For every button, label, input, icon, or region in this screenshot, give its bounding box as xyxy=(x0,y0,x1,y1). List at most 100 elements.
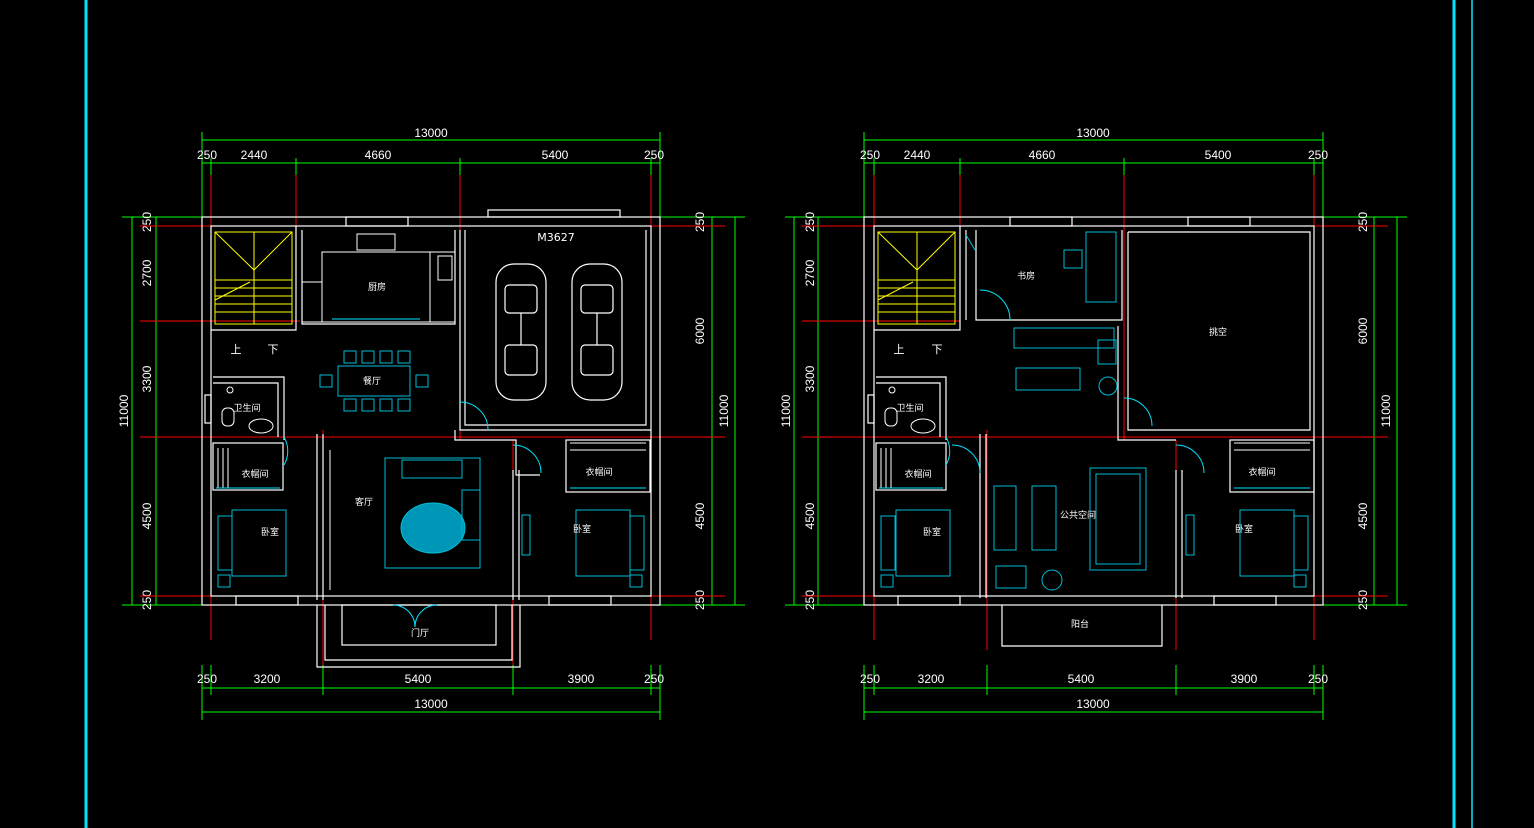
ground-floor-plan: 13000 250 2440 4660 5400 250 250 3200 54… xyxy=(117,126,745,720)
car-icon-right xyxy=(571,263,623,401)
left-dimension-chain xyxy=(122,216,205,606)
top-dim-1: 250 xyxy=(197,148,217,162)
closet-left-rack xyxy=(216,448,280,489)
bottom-dim-2: 3200 xyxy=(254,672,281,686)
stair-down-label-2: 下 xyxy=(932,343,943,356)
bottom-dim-2-2: 3200 xyxy=(918,672,945,686)
entry-door xyxy=(392,401,542,628)
right-total-dimension: 11000 xyxy=(717,394,731,427)
kitchen-fixtures xyxy=(301,233,456,323)
bathroom-fixtures-2 xyxy=(884,386,951,466)
dining-table xyxy=(319,350,429,412)
top-dimension-chain xyxy=(201,132,661,225)
top-total-dimension: 13000 xyxy=(414,126,448,140)
bedroom-left-label: 卧室 xyxy=(261,526,279,538)
entry-label: 门厅 xyxy=(411,627,429,639)
garage-door-label: M3627 xyxy=(537,231,575,244)
stair xyxy=(214,231,293,325)
right-total-dimension-2: 11000 xyxy=(1379,394,1393,427)
left-dim-3: 3300 xyxy=(140,365,154,392)
bottom-dim-2-3: 5400 xyxy=(1068,672,1095,686)
bathroom-fixtures xyxy=(221,386,289,466)
right-dim-2-1: 250 xyxy=(1356,212,1370,232)
left-dim-2-3: 3300 xyxy=(803,365,817,392)
top-dim-2-2: 2440 xyxy=(904,148,931,162)
walls xyxy=(201,209,661,668)
bedroom-left-bed-2 xyxy=(880,509,951,588)
closet-left-rack-2 xyxy=(879,448,943,489)
right-dim-4: 250 xyxy=(693,590,707,610)
bottom-dim-2-5: 250 xyxy=(1308,672,1328,686)
closet-right-label-2: 衣帽间 xyxy=(1248,466,1275,478)
closet-right-label: 衣帽间 xyxy=(585,466,612,478)
top-dim-2-5: 250 xyxy=(1308,148,1328,162)
right-dim-1: 250 xyxy=(693,212,707,232)
lounge-label: 公共空间 xyxy=(1060,509,1096,521)
left-dim-5: 250 xyxy=(140,590,154,610)
right-dimension-chain-2 xyxy=(1318,216,1407,606)
right-dim-2-4: 250 xyxy=(1356,590,1370,610)
left-dim-1: 250 xyxy=(140,212,154,232)
bottom-dim-5: 250 xyxy=(644,672,664,686)
stair-down-label: 下 xyxy=(268,343,279,356)
right-dim-2: 6000 xyxy=(693,317,707,344)
bottom-dim-1: 250 xyxy=(197,672,217,686)
bedroom-right-bed xyxy=(521,509,645,588)
left-dim-2: 2700 xyxy=(140,259,154,286)
left-dim-4: 4500 xyxy=(140,502,154,529)
bedroom-right-label: 卧室 xyxy=(573,523,591,535)
closet-left-label: 衣帽间 xyxy=(241,468,268,480)
left-dim-2-4: 4500 xyxy=(803,502,817,529)
stair-2 xyxy=(877,231,956,325)
study-furniture xyxy=(965,231,1117,321)
top-total-dimension-2: 13000 xyxy=(1076,126,1110,140)
upper-floor-plan: 13000 250 2440 4660 5400 250 250 3200 54… xyxy=(779,126,1407,720)
bedroom-left-label-2: 卧室 xyxy=(923,526,941,538)
hall-furniture xyxy=(1013,327,1153,427)
car-icon-left xyxy=(495,263,547,401)
right-dimension-chain xyxy=(655,216,745,606)
bathroom-label-2: 卫生间 xyxy=(896,402,923,414)
bedroom-right-label-2: 卧室 xyxy=(1235,523,1253,535)
stair-up-label-2: 上 xyxy=(894,343,905,356)
axis-grid xyxy=(140,175,725,665)
balcony-label: 阳台 xyxy=(1071,618,1089,630)
axis-grid-2 xyxy=(802,175,1388,650)
left-dim-2-1: 250 xyxy=(803,212,817,232)
right-dim-2-3: 4500 xyxy=(1356,502,1370,529)
top-dim-2-4: 5400 xyxy=(1205,148,1232,162)
dining-label: 餐厅 xyxy=(363,375,381,387)
study-label: 书房 xyxy=(1017,270,1035,282)
living-label: 客厅 xyxy=(355,496,373,508)
closet-left-label-2: 衣帽间 xyxy=(904,468,931,480)
bedroom-left-bed xyxy=(217,509,287,588)
left-total-dimension: 11000 xyxy=(117,394,131,427)
bedroom-right-bed-2 xyxy=(1175,444,1309,588)
void-label: 挑空 xyxy=(1209,326,1227,338)
bottom-dimension-chain xyxy=(201,665,661,720)
walls-2 xyxy=(863,216,1324,647)
stair-up-label: 上 xyxy=(231,343,242,356)
kitchen-label: 厨房 xyxy=(368,281,386,293)
left-dim-2-5: 250 xyxy=(803,590,817,610)
top-dim-2-1: 250 xyxy=(860,148,880,162)
left-total-dimension-2: 11000 xyxy=(779,394,793,427)
bottom-dimension-chain-2 xyxy=(863,665,1324,720)
closet-right-rack-2 xyxy=(1234,442,1310,489)
top-dim-2-3: 4660 xyxy=(1029,148,1056,162)
top-dim-5: 250 xyxy=(644,148,664,162)
bottom-dim-2-1: 250 xyxy=(860,672,880,686)
lounge-furniture xyxy=(951,444,1147,591)
bottom-dim-2-4: 3900 xyxy=(1231,672,1258,686)
right-dim-3: 4500 xyxy=(693,502,707,529)
left-dimension-chain-2 xyxy=(785,216,868,606)
bottom-total-dimension-2: 13000 xyxy=(1076,697,1110,711)
right-dim-2-2: 6000 xyxy=(1356,317,1370,344)
bathroom-label: 卫生间 xyxy=(233,402,260,414)
bottom-dim-3: 5400 xyxy=(405,672,432,686)
living-sofa-set xyxy=(329,450,481,590)
top-dim-2: 2440 xyxy=(241,148,268,162)
closet-right-rack xyxy=(570,442,646,489)
top-dimension-chain-2 xyxy=(863,132,1324,225)
left-dim-2-2: 2700 xyxy=(803,259,817,286)
